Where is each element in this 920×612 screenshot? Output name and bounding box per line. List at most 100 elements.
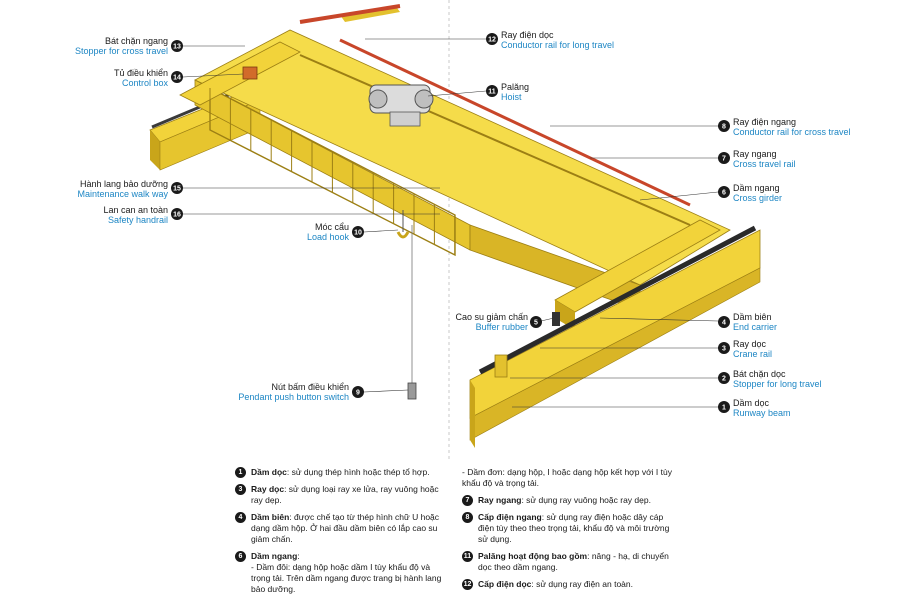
note-number: 3 <box>235 484 246 495</box>
callout-en: End carrier <box>733 322 778 332</box>
callout-en: Stopper for cross travel <box>74 46 168 56</box>
note-title: Ray ngang <box>478 495 522 505</box>
callout-en: Cross travel rail <box>733 159 796 169</box>
pendant-icon <box>407 225 417 400</box>
callout-en: Control box <box>121 78 168 88</box>
notes-right-column: - Dầm đơn: dạng hộp, I hoặc dạng hộp kết… <box>462 467 672 596</box>
callout-runway-beam: Dầm dọc Runway beam <box>733 398 791 418</box>
callout-vi: Cao su giảm chấn <box>455 312 528 322</box>
marker-c5 <box>530 316 542 328</box>
note-text: : được chế tạo từ thép hình chữ U hoặc d… <box>251 512 440 544</box>
callout-vi: Bát chặn ngang <box>104 36 168 46</box>
callout-vi: Ray điện dọc <box>501 30 554 40</box>
marker-c15 <box>171 182 183 194</box>
marker-c13 <box>171 40 183 52</box>
marker-number: 10 <box>354 230 362 237</box>
hoist-icon <box>368 84 434 127</box>
marker-c9 <box>352 386 364 398</box>
control-box <box>242 66 258 80</box>
callout-vi: Dầm biên <box>733 312 772 322</box>
cross-travel-rail <box>299 54 691 226</box>
leader-lines <box>182 38 719 408</box>
note-text: : sử dụng ray điện hoặc dây cáp điện tùy… <box>478 512 670 544</box>
note-item: 7 Ray ngang: sử dụng ray vuông hoặc ray d… <box>462 495 672 506</box>
callout-en: Pendant push button switch <box>238 392 349 402</box>
callout-conductor-rail-cross: Ray điện ngang Conductor rail for cross … <box>733 117 851 137</box>
note-number: 12 <box>462 579 473 590</box>
note-title: Ray dọc <box>251 484 285 494</box>
marker-c10 <box>352 226 364 238</box>
note-title: Cấp điện ngang <box>478 512 542 522</box>
marker-number: 8 <box>722 124 726 131</box>
note-title: Cấp điện dọc <box>478 579 532 589</box>
cross-girder-top <box>194 29 731 286</box>
marker-number: 3 <box>722 346 726 353</box>
note-text: : <box>297 551 300 561</box>
callout-load-hook: Móc cẩu Load hook <box>307 222 349 242</box>
callout-pendant: Nút bấm điều khiển Pendant push button s… <box>238 382 349 402</box>
note-item: 12 Cấp điện dọc: sử dụng ray điện an toàn… <box>462 579 672 590</box>
marker-number: 13 <box>173 44 181 51</box>
callout-vi: Palăng <box>501 82 530 92</box>
marker-number: 4 <box>722 320 726 327</box>
marker-number: 12 <box>488 37 496 44</box>
note-item: - Dầm đơn: dạng hộp, I hoặc dạng hộp kết… <box>462 467 672 489</box>
callout-en: Maintenance walk way <box>77 189 168 199</box>
callout-control-box: Tủ điều khiển Control box <box>114 68 168 88</box>
callout-en: Safety handrail <box>107 215 168 225</box>
marker-c11 <box>486 85 498 97</box>
note-title: Dầm ngang <box>251 551 298 561</box>
callout-vi: Ray ngang <box>733 149 777 159</box>
note-title: Dầm biên <box>251 512 290 522</box>
buffer-rubber <box>552 312 560 326</box>
callout-en: Buffer rubber <box>475 322 528 332</box>
callout-safety-handrail: Lan can an toàn Safety handrail <box>103 205 168 225</box>
note-text: : sử dụng ray vuông hoặc ray dẹp. <box>521 495 651 505</box>
marker-number: 15 <box>173 186 181 193</box>
marker-c1 <box>718 401 730 413</box>
callout-vi: Lan can an toàn <box>103 205 168 215</box>
marker-number: 5 <box>534 320 538 327</box>
marker-c8 <box>718 120 730 132</box>
callout-en: Hoist <box>501 92 522 102</box>
callout-vi: Ray điện ngang <box>733 117 797 127</box>
callout-vi: Hành lang bảo dưỡng <box>80 179 168 189</box>
callout-buffer-rubber: Cao su giảm chấn Buffer rubber <box>455 312 528 332</box>
callout-vi: Tủ điều khiển <box>113 68 168 78</box>
note-number: 7 <box>462 495 473 506</box>
marker-number: 9 <box>356 390 360 397</box>
callout-en: Load hook <box>306 232 349 242</box>
note-number: 4 <box>235 512 246 523</box>
note-item: 4 Dầm biên: được chế tạo từ thép hình chữ… <box>235 512 445 545</box>
note-text: : sử dụng loại ray xe lửa, ray vuông hoặ… <box>251 484 439 505</box>
load-hook-icon <box>396 210 410 239</box>
note-title: Dầm dọc <box>251 467 287 477</box>
back-runway-beam <box>299 4 401 24</box>
crane-rail <box>478 225 757 375</box>
callout-cross-girder: Dầm ngang Cross girder <box>733 183 782 203</box>
note-item: 3 Ray dọc: sử dụng loại ray xe lửa, ray v… <box>235 484 445 506</box>
marker-c3 <box>718 342 730 354</box>
callout-en: Stopper for long travel <box>733 379 822 389</box>
marker-c2 <box>718 372 730 384</box>
note-number: 11 <box>462 551 473 562</box>
note-text: : sử dụng ray điện an toàn. <box>531 579 633 589</box>
callout-maintenance-walkway: Hành lang bảo dưỡng Maintenance walk way <box>77 179 168 199</box>
marker-c4 <box>718 316 730 328</box>
marker-c7 <box>718 152 730 164</box>
callout-en: Conductor rail for long travel <box>501 40 615 50</box>
marker-c12 <box>486 33 498 45</box>
note-text: - Dầm đơn: dạng hộp, I hoặc dạng hộp kết… <box>462 467 672 488</box>
marker-number: 16 <box>173 212 181 219</box>
callout-end-carrier: Dầm biên End carrier <box>733 312 777 332</box>
marker-c16 <box>171 208 183 220</box>
callout-vi: Móc cẩu <box>314 222 349 232</box>
marker-number: 1 <box>722 405 726 412</box>
callout-conductor-rail-long: Ray điện dọc Conductor rail for long tra… <box>501 30 614 50</box>
